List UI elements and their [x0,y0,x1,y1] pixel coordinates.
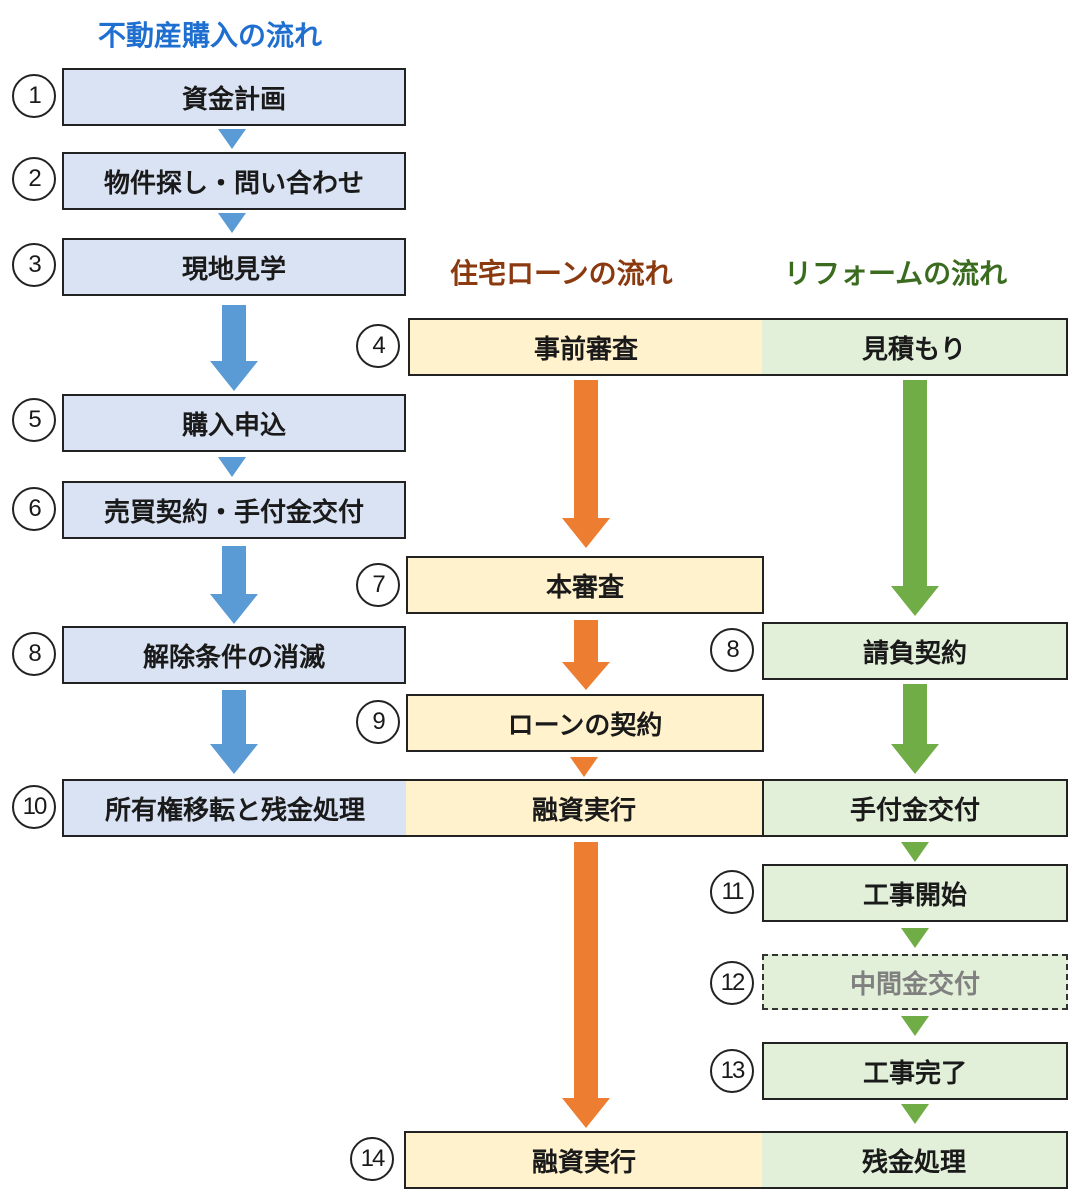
step-number-6: 6 [12,487,56,531]
down-arrow-icon [562,380,610,548]
step-label: 解除条件の消滅 [142,642,325,673]
loan-flow-title: 住宅ローンの流れ [450,257,673,290]
step-number-2: 2 [12,157,56,201]
step-label: 手付金交付 [849,795,980,826]
step-label: 売買契約・手付金交付 [103,497,364,528]
step-label: 工事開始 [862,880,967,911]
step-number-3: 3 [12,243,56,287]
purchase-step-ownership-transfer: 所有権移転と残金処理 [62,779,408,837]
loan-step-pre-screening: 事前審査 [408,318,764,376]
step-number-10: 10 [12,785,56,829]
step-label: 現地見学 [181,254,286,285]
loan-step-final-disbursement: 融資実行 [404,1131,764,1189]
reform-step-deposit-payment: 手付金交付 [762,779,1068,837]
purchase-step-site-visit: 現地見学 [62,238,406,296]
reform-flow-title: リフォームの流れ [784,257,1008,290]
step-label: 物件探し・問い合わせ [103,168,364,199]
step-number-9: 9 [356,700,400,744]
step-label: 購入申込 [181,410,286,441]
reform-step-interim-payment: 中間金交付 [762,954,1068,1010]
step-number-12: 12 [710,961,754,1005]
reform-step-construction-start: 工事開始 [762,864,1068,922]
down-arrow-icon [210,546,258,624]
reform-step-construction-complete: 工事完了 [762,1042,1068,1100]
down-triangle-icon [901,1016,929,1036]
step-label: 所有権移転と残金処理 [104,795,365,826]
down-triangle-icon [901,1104,929,1124]
purchase-step-property-search: 物件探し・問い合わせ [62,152,406,210]
step-label: 請負契約 [862,638,967,669]
down-triangle-icon [218,457,246,477]
purchase-step-condition-release: 解除条件の消滅 [62,626,406,684]
purchase-step-funding-plan: 資金計画 [62,68,406,126]
step-label: 融資実行 [531,1147,636,1178]
reform-step-final-payment: 残金処理 [762,1131,1068,1189]
step-number-4: 4 [356,324,400,368]
loan-step-main-screening: 本審査 [406,556,764,614]
step-number-8: 8 [12,632,56,676]
down-triangle-icon [570,757,598,777]
loan-step-disbursement: 融資実行 [406,779,764,837]
step-number-14: 14 [350,1137,394,1181]
loan-step-loan-contract: ローンの契約 [406,694,764,752]
step-label: 残金処理 [861,1147,966,1178]
down-triangle-icon [901,928,929,948]
down-arrow-icon [891,684,939,774]
step-label: 融資実行 [531,795,636,826]
down-arrow-icon [562,842,610,1128]
step-label: 本審査 [545,572,624,603]
step-number-11: 11 [710,870,754,914]
down-arrow-icon [891,380,939,616]
reform-step-construction-contract: 請負契約 [762,622,1068,680]
down-triangle-icon [218,213,246,233]
down-arrow-icon [562,620,610,690]
step-label: ローンの契約 [507,710,663,741]
step-number-1: 1 [12,74,56,118]
step-label: 事前審査 [533,334,638,365]
step-label: 工事完了 [862,1058,967,1089]
purchase-step-sales-contract: 売買契約・手付金交付 [62,481,406,539]
step-number-7: 7 [356,563,400,607]
reform-step-estimate: 見積もり [762,318,1068,376]
purchase-step-application: 購入申込 [62,394,406,452]
purchase-flow-title: 不動産購入の流れ [98,19,323,52]
step-number-5: 5 [12,398,56,442]
step-number-13: 13 [710,1049,754,1093]
down-triangle-icon [218,129,246,149]
down-triangle-icon [901,842,929,862]
down-arrow-icon [210,305,258,391]
step-label: 中間金交付 [849,969,980,1000]
step-number-8-reform: 8 [710,628,754,672]
step-label: 見積もり [861,334,966,365]
step-label: 資金計画 [181,84,286,115]
down-arrow-icon [210,690,258,774]
